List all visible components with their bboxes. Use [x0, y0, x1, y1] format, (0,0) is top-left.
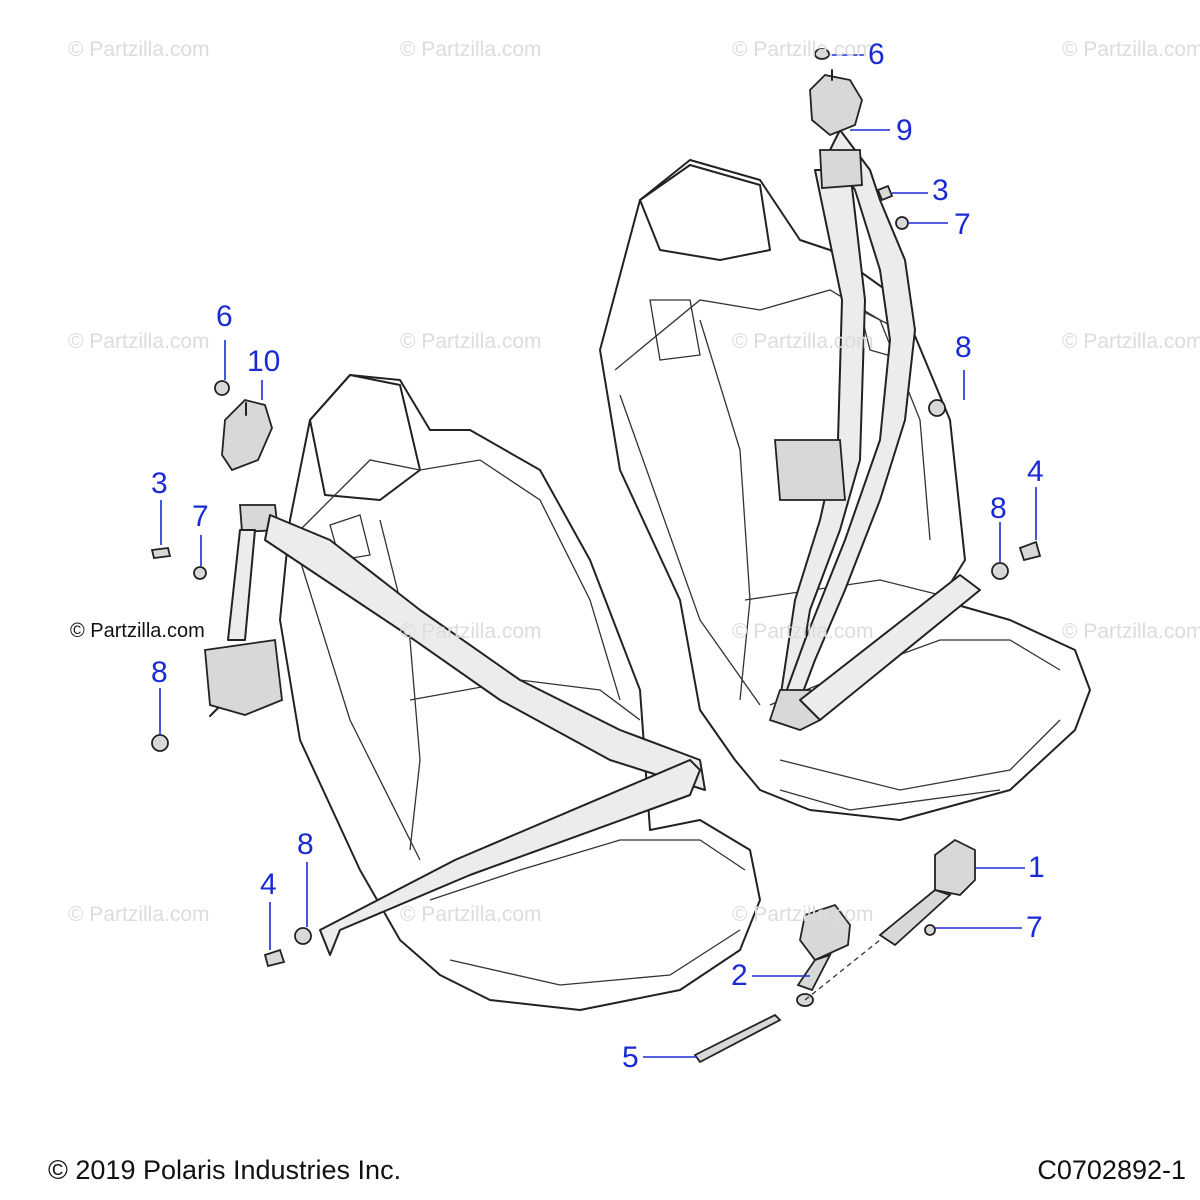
callout-8: 8: [990, 492, 1007, 525]
leader-lines: [159, 54, 1037, 1058]
watermark: © Partzilla.com: [1062, 620, 1200, 643]
callout-7: 7: [192, 500, 209, 533]
fasteners: [150, 184, 1042, 968]
callout-8: 8: [297, 828, 314, 861]
right-seat-belt: [768, 48, 981, 731]
callout-4: 4: [1027, 455, 1044, 488]
callout-3: 3: [932, 174, 949, 207]
callout-9: 9: [896, 114, 913, 147]
watermark: © Partzilla.com: [68, 38, 210, 61]
watermark: © Partzilla.com: [70, 620, 205, 642]
left-seat: [279, 374, 761, 1011]
watermark: © Partzilla.com: [732, 620, 874, 643]
callout-2: 2: [731, 959, 748, 992]
callout-3: 3: [151, 467, 168, 500]
watermark: © Partzilla.com: [400, 620, 542, 643]
watermark: © Partzilla.com: [400, 38, 542, 61]
callout-6: 6: [868, 38, 885, 71]
watermark: © Partzilla.com: [732, 903, 874, 926]
watermark: © Partzilla.com: [68, 903, 210, 926]
watermark: © Partzilla.com: [1062, 38, 1200, 61]
callout-8: 8: [151, 656, 168, 689]
diagram-code: C0702892-1: [1037, 1155, 1186, 1185]
watermark: © Partzilla.com: [68, 330, 210, 353]
callout-8: 8: [955, 331, 972, 364]
callout-6: 6: [216, 300, 233, 333]
callout-7: 7: [1026, 911, 1043, 944]
callout-7: 7: [954, 208, 971, 241]
watermark: © Partzilla.com: [732, 38, 874, 61]
watermark: © Partzilla.com: [400, 330, 542, 353]
watermark: © Partzilla.com: [400, 903, 542, 926]
callout-4: 4: [260, 868, 277, 901]
watermark: © Partzilla.com: [1062, 330, 1200, 353]
copyright-text: © 2019 Polaris Industries Inc.: [48, 1155, 402, 1185]
callout-5: 5: [622, 1041, 639, 1074]
watermark: © Partzilla.com: [732, 330, 874, 353]
left-seat-belt: [204, 399, 706, 956]
callout-10: 10: [247, 345, 281, 378]
callout-1: 1: [1028, 851, 1045, 884]
buckle-parts: [693, 838, 976, 1064]
